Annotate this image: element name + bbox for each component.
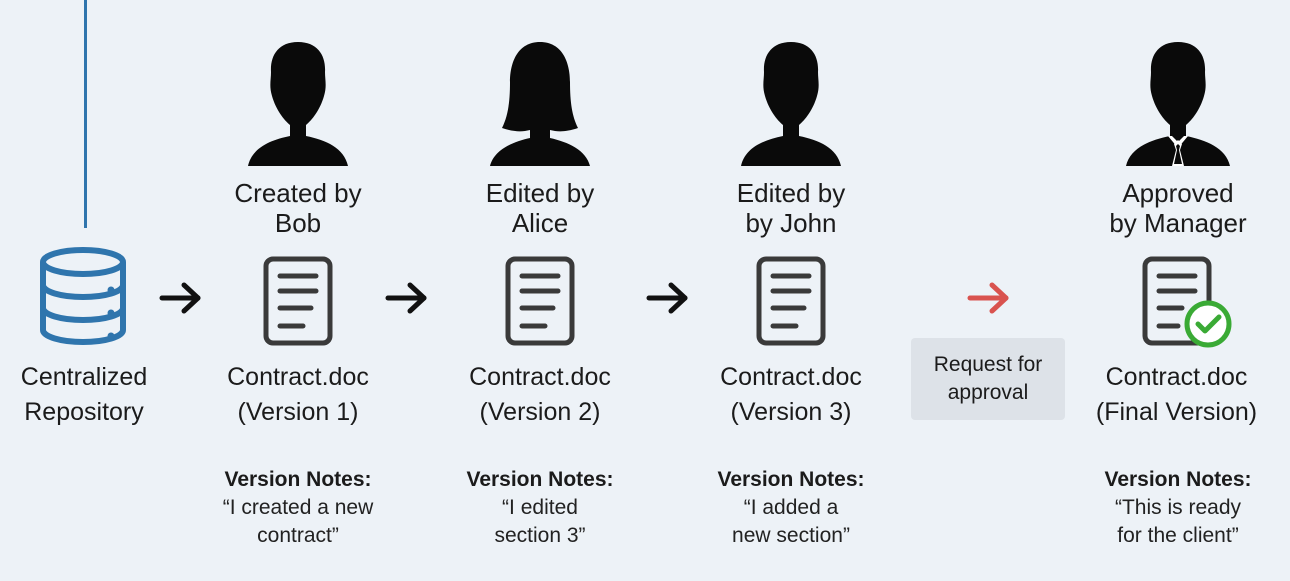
version-notes-label: Version Notes:	[224, 468, 372, 491]
version-notes-line2: contract”	[257, 524, 339, 547]
stage-title-line2: Alice	[511, 208, 569, 238]
repository-label-line2: Repository	[24, 398, 144, 426]
version-notes: Version Notes: “I edited section 3”	[420, 466, 660, 550]
file-version: (Version 3)	[730, 398, 852, 426]
repository-label-line1: Centralized	[20, 363, 148, 391]
file-name: Contract.doc	[227, 363, 369, 391]
document-icon	[263, 256, 335, 351]
file-label: Contract.doc (Version 2)	[430, 360, 650, 430]
arrow-right-icon	[384, 280, 430, 321]
person-manager-icon	[1124, 40, 1232, 166]
arrow-right-red-icon	[966, 280, 1012, 321]
stage-title: Edited by Alice	[440, 178, 640, 238]
request-approval-line1: Request for	[933, 353, 1043, 376]
request-approval-box: Request for approval	[911, 338, 1065, 420]
file-label: Contract.doc (Final Version)	[1063, 360, 1290, 430]
stage-title: Approved by Manager	[1078, 178, 1278, 238]
stage-title-line1: Approved	[1122, 178, 1234, 208]
stage-title-line2: by Manager	[1109, 208, 1247, 238]
arrow-right-icon	[645, 280, 691, 321]
file-label: Contract.doc (Version 1)	[188, 360, 408, 430]
stage-title-line1: Created by	[234, 178, 362, 208]
version-notes-label: Version Notes:	[1104, 468, 1252, 491]
version-notes: Version Notes: “I added a new section”	[671, 466, 911, 550]
version-notes-line1: “I edited	[502, 496, 578, 519]
repository-label: Centralized Repository	[0, 360, 168, 430]
file-name: Contract.doc	[1105, 363, 1248, 391]
version-notes-label: Version Notes:	[466, 468, 614, 491]
stage-title: Created by Bob	[198, 178, 398, 238]
person-bob-icon	[248, 40, 348, 166]
stage-title: Edited by by John	[691, 178, 891, 238]
file-name: Contract.doc	[720, 363, 862, 391]
file-name: Contract.doc	[469, 363, 611, 391]
version-notes-line1: “I created a new	[222, 496, 374, 519]
document-icon	[756, 256, 828, 351]
version-notes-label: Version Notes:	[717, 468, 865, 491]
document-approved-icon	[1142, 256, 1234, 353]
document-icon	[505, 256, 577, 351]
repository-connector-line	[84, 0, 87, 228]
person-john-icon	[741, 40, 841, 166]
version-notes-line2: section 3”	[494, 524, 586, 547]
request-approval-line2: approval	[947, 381, 1029, 404]
version-notes-line2: new section”	[732, 524, 850, 547]
stage-title-line1: Edited by	[485, 178, 595, 208]
version-notes-line2: for the client”	[1117, 524, 1239, 547]
file-version: (Final Version)	[1095, 398, 1258, 426]
file-version: (Version 2)	[479, 398, 601, 426]
version-notes-line1: “This is ready	[1114, 496, 1242, 519]
arrow-right-icon	[158, 280, 204, 321]
file-label: Contract.doc (Version 3)	[681, 360, 901, 430]
version-notes: Version Notes: “This is ready for the cl…	[1058, 466, 1290, 550]
stage-title-line1: Edited by	[736, 178, 846, 208]
version-notes-line1: “I added a	[743, 496, 839, 519]
stage-title-line2: by John	[745, 208, 837, 238]
database-icon	[38, 246, 128, 351]
stage-title-line2: Bob	[274, 208, 322, 238]
version-notes: Version Notes: “I created a new contract…	[178, 466, 418, 550]
person-alice-icon	[488, 40, 592, 166]
file-version: (Version 1)	[237, 398, 359, 426]
